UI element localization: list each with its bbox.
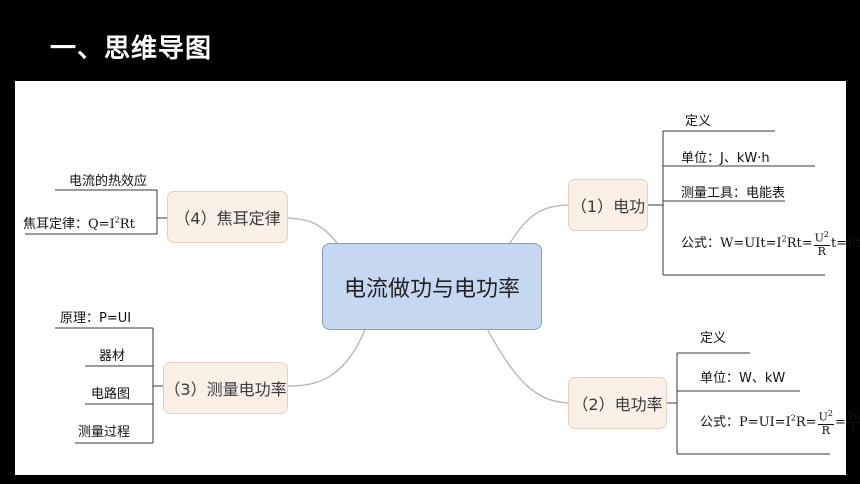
bracket-b2 (667, 352, 830, 455)
page-title: 一、思维导图 (50, 34, 213, 64)
fraction-numerator: U (818, 410, 828, 424)
center-node[interactable]: 电流做功与电功率 (322, 243, 542, 330)
center-label: 电流做功与电功率 (343, 276, 520, 302)
leaf-b2-definition: 定义 (700, 331, 727, 346)
branch-electric-work-label: （1）电功 (570, 197, 646, 216)
leaf-b3-equipment: 器材 (99, 349, 126, 364)
leaf-b1-tool: 测量工具：电能表 (681, 186, 786, 201)
fraction-numerator: U (814, 231, 824, 245)
leaf-b1-unit: 单位：J、kW·h (681, 151, 770, 166)
formula-prefix: 公式： (681, 235, 721, 251)
leaf-b4-joule-law: 焦耳定律：Q=I2Rt (23, 213, 135, 232)
fraction-denominator: R (821, 423, 830, 437)
formula-part: = (834, 414, 846, 430)
fraction-numerator: W (846, 408, 860, 423)
formula-part: Q=I (88, 217, 115, 232)
branch-electric-work[interactable]: （1）电功 (568, 179, 648, 231)
bracket-b1 (648, 130, 825, 276)
superscript-two: 2 (781, 234, 787, 244)
leaf-b2-unit: 单位：W、kW (700, 371, 786, 386)
superscript-two: 2 (827, 409, 833, 418)
branch-joule-law-label: （4）焦耳定律 (174, 209, 281, 228)
bracket-b3 (55, 327, 163, 444)
formula-part: Rt (119, 217, 135, 232)
superscript-two: 2 (114, 215, 120, 225)
branch-electric-power-label: （2）电功率 (572, 395, 663, 414)
branch-electric-power[interactable]: （2）电功率 (568, 377, 667, 429)
link-center-b4 (287, 217, 338, 244)
branch-measure-power-label: （3）测量电功率 (164, 380, 287, 399)
leaf-b3-circuit: 电路图 (91, 387, 131, 402)
leaf-b3-process: 测量过程 (78, 425, 131, 440)
link-center-b2 (484, 324, 569, 404)
formula-part: P=UI=I (739, 414, 791, 430)
link-center-b3 (287, 324, 368, 387)
branch-measure-power[interactable]: （3）测量电功率 (163, 362, 288, 414)
formula-part: t=Pt (831, 235, 860, 251)
formula-part: R= (795, 414, 817, 430)
law-prefix: 焦耳定律： (23, 217, 89, 232)
superscript-two: 2 (823, 230, 829, 239)
branch-joule-law[interactable]: （4）焦耳定律 (167, 191, 288, 243)
leaf-b3-principle: 原理：P=UI (60, 311, 132, 326)
formula-part: Rt= (786, 235, 813, 251)
mind-map-links (25, 130, 830, 455)
superscript-two: 2 (790, 413, 796, 423)
mind-map-canvas: 电流做功与电功率 （1）电功 （2）电功率 （3）测量电功率 （4）焦耳定律 定… (15, 81, 860, 475)
link-center-b1 (509, 204, 569, 244)
formula-part: W=UIt=I (720, 235, 782, 251)
leaf-b4-heat-effect: 电流的热效应 (69, 174, 148, 189)
fraction-denominator: t (851, 421, 856, 435)
formula-prefix: 公式： (700, 414, 740, 430)
leaf-b1-definition: 定义 (685, 114, 712, 129)
bracket-b4 (25, 189, 167, 235)
fraction-denominator: R (817, 244, 826, 258)
